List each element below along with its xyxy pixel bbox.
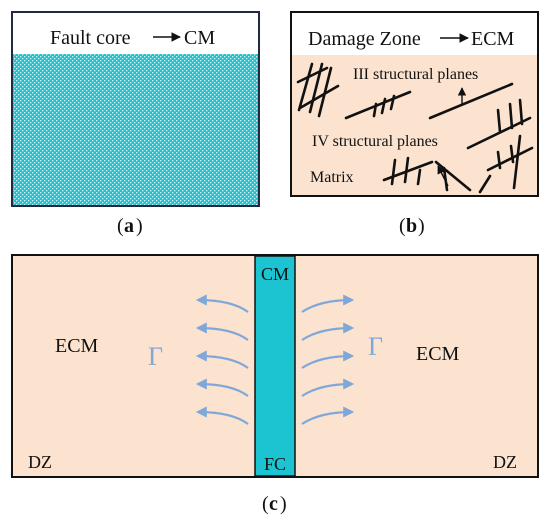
left-arrow-2 (195, 322, 249, 341)
label-iii-structural-planes: III structural planes (353, 66, 478, 83)
panel-a-target: CM (184, 27, 215, 49)
label-iv-structural-planes: IV structural planes (312, 133, 438, 150)
panel-c-caption-letter: c (269, 493, 278, 515)
panel-a: Fault core CM ( a ) (11, 11, 260, 237)
fault-core-fill (13, 54, 258, 205)
right-arrow-4 (301, 378, 355, 397)
right-arrow-1 (301, 294, 355, 313)
right-exchange-arrows (301, 294, 355, 425)
right-arrow-5 (301, 406, 355, 425)
right-arrow-2 (301, 322, 355, 341)
damage-zone-fill (292, 55, 537, 195)
left-exchange-arrows (195, 294, 249, 425)
left-gamma-label: Γ (148, 342, 163, 371)
svg-text:(: ( (399, 215, 406, 237)
fault-core-strip (254, 255, 296, 477)
panel-a-title: Fault core (50, 27, 131, 49)
left-arrow-5 (195, 406, 249, 425)
left-arrow-1 (195, 294, 249, 313)
core-label-fc: FC (264, 454, 286, 474)
panel-b-caption-letter: b (406, 215, 417, 237)
label-matrix: Matrix (310, 169, 354, 186)
right-arrow-3 (301, 350, 355, 369)
panel-b-caption: ( b ) (399, 215, 425, 237)
svg-text:(: ( (262, 493, 269, 515)
matrix-arrow (437, 165, 449, 187)
panel-a-caption-letter: a (124, 215, 134, 237)
panel-c-caption: ( c ) (262, 493, 287, 515)
svg-text:(: ( (117, 215, 124, 237)
left-arrow-4 (195, 378, 249, 397)
left-dz-label: DZ (28, 452, 52, 472)
panel-a-caption: ( a ) (117, 215, 143, 237)
right-ecm-label: ECM (416, 343, 460, 365)
left-ecm-label: ECM (55, 335, 99, 357)
svg-text:): ) (418, 215, 425, 237)
svg-text:): ) (136, 215, 143, 237)
panel-b: Damage Zone ECM III structural planes IV… (290, 11, 539, 237)
right-gamma-label: Γ (368, 332, 383, 361)
panel-b-title: Damage Zone (308, 28, 421, 50)
panel-b-target: ECM (471, 28, 515, 50)
core-label-cm: CM (261, 264, 289, 284)
left-arrow-3 (195, 350, 249, 369)
panel-c: CM FC ECM ECM Γ Γ DZ DZ ( c ) (11, 254, 539, 515)
svg-text:): ) (280, 493, 287, 515)
right-dz-label: DZ (493, 452, 517, 472)
